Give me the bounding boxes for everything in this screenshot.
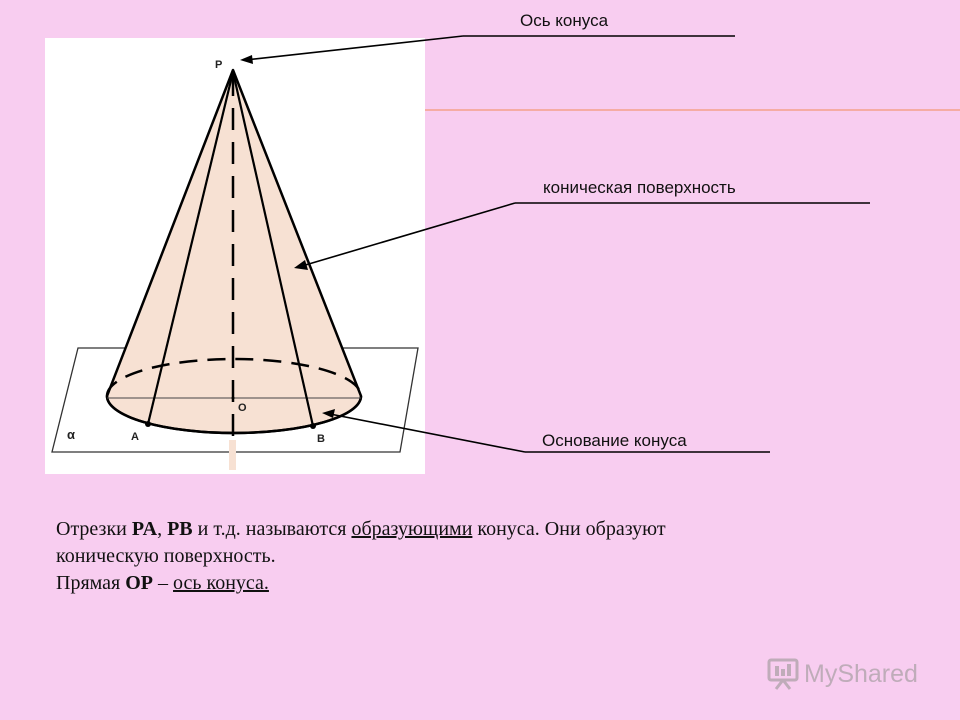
- point-o-label: O: [238, 402, 247, 414]
- caption-line-3: Прямая OP – ось конуса.: [56, 570, 896, 597]
- caption-text: Отрезки PA, PB и т.д. называются образую…: [56, 516, 896, 597]
- term-axis: ось конуса.: [173, 572, 269, 594]
- point-b-label: B: [317, 433, 325, 445]
- caption-segment: –: [153, 572, 174, 594]
- segment-pb: PB: [167, 518, 193, 540]
- axis-pointer: [244, 35, 464, 61]
- caption-line-2: коническую поверхность.: [56, 545, 276, 567]
- plane-alpha-label: α: [67, 427, 75, 442]
- watermark: MyShared: [766, 654, 918, 694]
- point-a-marker: [145, 421, 151, 427]
- generator-pa: [146, 71, 235, 425]
- base-arrowhead: [322, 409, 335, 418]
- presentation-icon: [767, 658, 799, 690]
- watermark-text: MyShared: [804, 659, 918, 688]
- caption-segment: Отрезки: [56, 518, 132, 540]
- caption-segment: конуса. Они образуют: [472, 518, 666, 540]
- line-op: OP: [125, 572, 154, 594]
- base-label: Основание конуса: [542, 431, 687, 450]
- caption-segment: ,: [157, 518, 168, 540]
- generator-pb: [231, 71, 315, 427]
- point-b-marker: [310, 423, 316, 429]
- axis-arrowhead: [240, 55, 253, 64]
- base-pointer: [329, 413, 526, 453]
- caption-segment: и т.д. называются: [192, 518, 352, 540]
- caption-segment: Прямая: [56, 572, 126, 594]
- point-p-label: P: [215, 59, 223, 71]
- surface-arrowhead: [294, 260, 308, 270]
- point-a-label: A: [131, 431, 139, 443]
- surface-label: коническая поверхность: [543, 178, 736, 197]
- surface-pointer: [301, 202, 516, 267]
- base-back-arc: [105, 357, 363, 397]
- segment-pa: PA: [131, 518, 158, 540]
- caption-line-1: Отрезки PA, PB и т.д. называются образую…: [56, 516, 896, 543]
- axis-label: Ось конуса: [520, 11, 609, 30]
- term-generators: образующими: [351, 518, 473, 540]
- point-o-marker: [231, 396, 235, 400]
- axis-stub: [229, 440, 236, 470]
